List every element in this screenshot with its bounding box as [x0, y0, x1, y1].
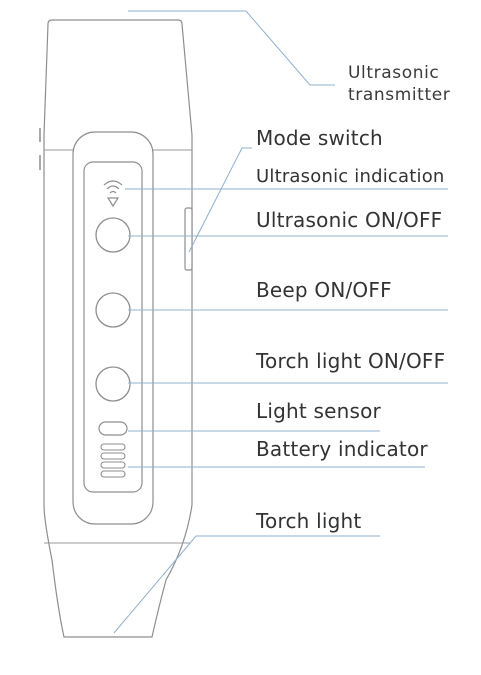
- label-ultrasonic-on-off: Ultrasonic ON/OFF: [256, 208, 443, 232]
- ultrasonic-wave-icon: [103, 180, 123, 208]
- label-mode-switch: Mode switch: [256, 126, 383, 150]
- battery-indicator-icon: [100, 443, 126, 478]
- light-sensor-icon: [98, 421, 128, 436]
- beep-button[interactable]: [95, 292, 131, 328]
- label-beep-on-off: Beep ON/OFF: [256, 278, 392, 302]
- label-battery-indicator: Battery indicator: [256, 437, 428, 461]
- label-torch-light-on-off: Torch light ON/OFF: [256, 349, 446, 373]
- mode-switch-knob[interactable]: [184, 207, 193, 271]
- label-ultrasonic-indication: Ultrasonic indication: [256, 166, 445, 187]
- label-torch-light: Torch light: [256, 509, 362, 533]
- label-light-sensor: Light sensor: [256, 399, 381, 423]
- label-ultrasonic-transmitter-line2: transmitter: [348, 85, 451, 105]
- leader-ultrasonic-transmitter: [128, 10, 335, 86]
- leader-mode-switch: [188, 147, 252, 253]
- torch-button[interactable]: [95, 366, 131, 402]
- ultrasonic-button[interactable]: [95, 217, 131, 253]
- label-ultrasonic-transmitter-line1: Ultrasonic: [348, 63, 440, 83]
- leader-torch-light: [113, 535, 380, 634]
